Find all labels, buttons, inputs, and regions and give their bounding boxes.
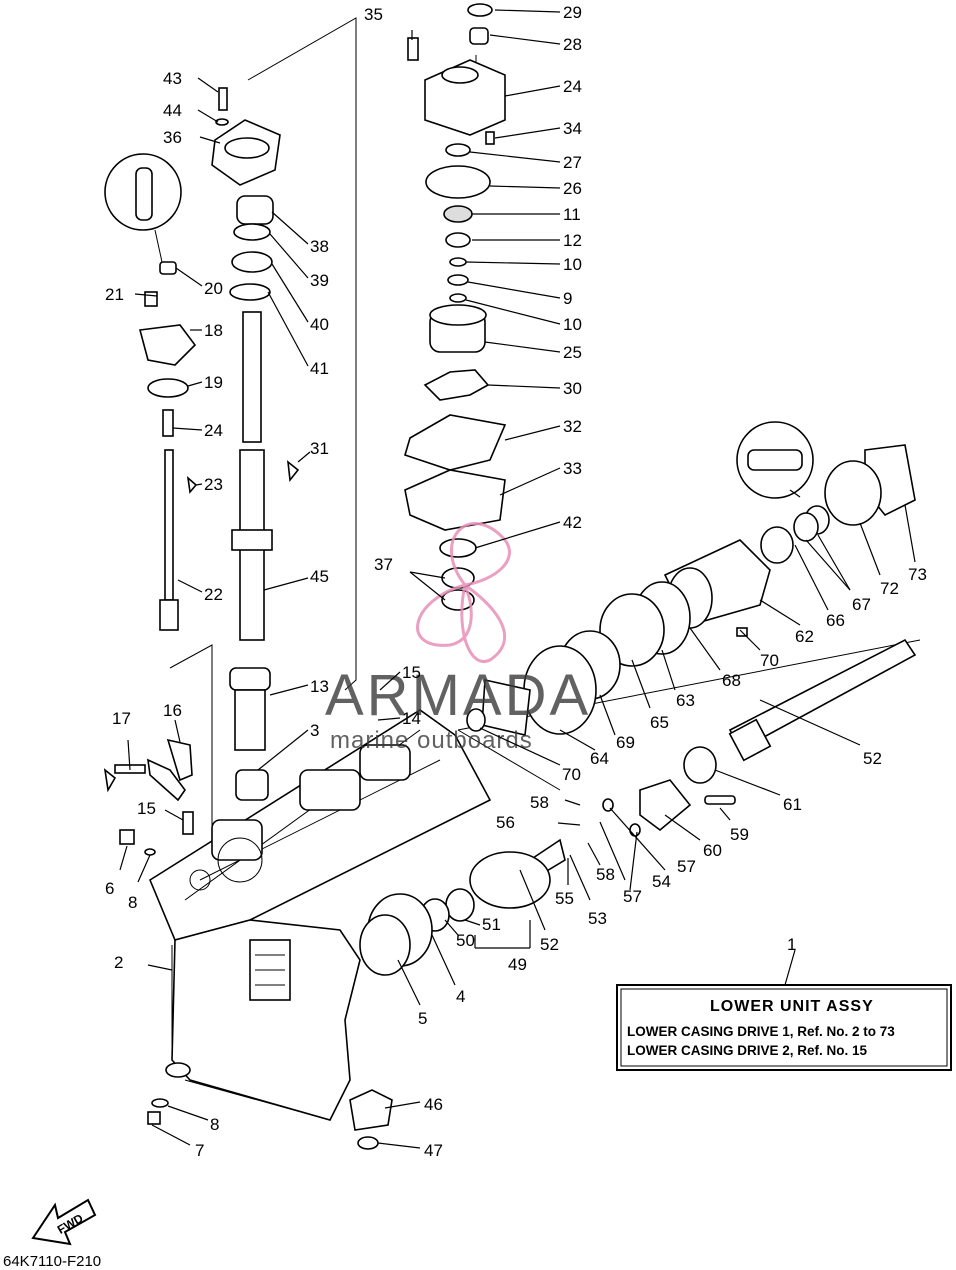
callout-41: 39 [310,271,329,290]
callout-34: 32 [563,417,582,436]
diagram-code: 64K7110-F210 [3,1253,101,1270]
callout-59: 59 [730,825,749,844]
callout-24: 23 [204,475,223,494]
callout-68: 68 [722,671,741,690]
callout-56b: 56 [496,813,515,832]
callout-2: 2 [114,953,123,972]
callout-4: 4 [456,987,465,1006]
drive-shaft-assembly [211,87,300,801]
callout-32: 30 [563,379,582,398]
callout-35: 33 [563,459,582,478]
callout-69: 69 [616,733,635,752]
callout-62: 62 [795,627,814,646]
callout-10a: 10 [563,255,582,274]
callout-43: 41 [310,359,329,378]
callout-39: 37 [374,555,393,574]
callout-10b: 10 [563,315,582,334]
callout-54: 53 [588,909,607,928]
callout-45: 43 [163,69,182,88]
callout-18: 17 [112,709,131,728]
callout-28: 26 [563,179,582,198]
callout-58b: 58 [596,865,615,884]
callout-8b: 8 [210,1115,219,1134]
callout-64: 64 [590,749,609,768]
callout-46: 44 [163,101,182,120]
callout-72: 72 [880,579,899,598]
callout-57a: 57 [623,887,642,906]
callout-23: 22 [204,585,223,604]
leader-lines [119,9,916,1149]
callout-13: 13 [310,677,329,696]
callout-44: 42 [563,513,582,532]
callout-6: 6 [105,879,114,898]
callout-29: 27 [563,153,582,172]
watermark-tagline: marine outboards [330,727,533,754]
watermark: ARMADA marine outboards [325,522,591,754]
callout-38: 36 [163,128,182,147]
callout-42: 40 [310,315,329,334]
callout-9: 9 [563,289,572,308]
callout-5: 5 [418,1009,427,1028]
callout-27: 25 [563,343,582,362]
callout-53: 52 [540,935,559,954]
callout-56a: 55 [555,889,574,908]
callout-12: 12 [563,231,582,250]
callout-labels: 29 28 24 34 27 26 11 12 10 9 10 25 30 32… [105,3,927,1160]
watermark-propeller-icon [416,522,511,664]
callout-70: 70 [562,765,581,784]
callout-14: 14 [402,709,421,728]
callout-36: 34 [563,119,582,138]
callout-33: 31 [310,439,329,458]
callout-8a: 8 [128,893,137,912]
assy-box-line-1: LOWER CASING DRIVE 1, Ref. No. 2 to 73 [627,1024,895,1039]
callout-67: 67 [852,595,871,614]
callout-47: 45 [310,567,329,586]
water-pump-stack [404,3,507,611]
callout-20: 19 [204,373,223,392]
callout-61: 61 [783,795,802,814]
callout-15: 15 [402,663,421,682]
lower-casing [149,709,492,1121]
callout-7: 7 [195,1141,204,1160]
callout-63: 63 [676,691,695,710]
fwd-arrow: FWD [31,1198,97,1246]
callout-21: 20 [204,279,223,298]
shift-rod-assembly [104,153,198,631]
callout-73: 73 [908,565,927,584]
callout-57b: 57 [677,857,696,876]
small-hardware [103,738,194,1125]
gear-train [349,421,917,1150]
callout-40: 38 [310,237,329,256]
callout-65: 65 [650,713,669,732]
callout-25: 24 [204,421,223,440]
callout-66: 66 [826,611,845,630]
callout-49: 47 [424,1141,443,1160]
callout-16: 15 [137,799,156,818]
callout-58a: 58 [530,793,549,812]
callout-60: 60 [703,841,722,860]
callout-50: 49 [508,955,527,974]
callout-52: 52 [863,749,882,768]
callout-31: 29 [563,3,582,22]
callout-1: 1 [787,935,796,954]
callout-19: 18 [204,321,223,340]
assy-info-box: LOWER UNIT ASSY LOWER CASING DRIVE 1, Re… [616,984,952,1071]
assy-box-line-2: LOWER CASING DRIVE 2, Ref. No. 15 [627,1043,868,1058]
callout-51b: 51 [482,915,501,934]
callout-48: 46 [424,1095,443,1114]
callout-26: 24 [563,77,582,96]
callout-30: 28 [563,35,582,54]
assy-box-title: LOWER UNIT ASSY [710,998,874,1015]
callout-71: 70 [760,651,779,670]
callout-55: 54 [652,872,671,891]
watermark-brand: ARMADA [325,663,591,728]
callout-22: 21 [105,285,124,304]
callout-37: 35 [364,5,383,24]
callout-11: 11 [563,205,581,224]
callout-17: 16 [163,701,182,720]
callout-3: 3 [310,721,319,740]
fwd-arrow-icon [31,1198,97,1246]
callout-51a: 50 [456,931,475,950]
